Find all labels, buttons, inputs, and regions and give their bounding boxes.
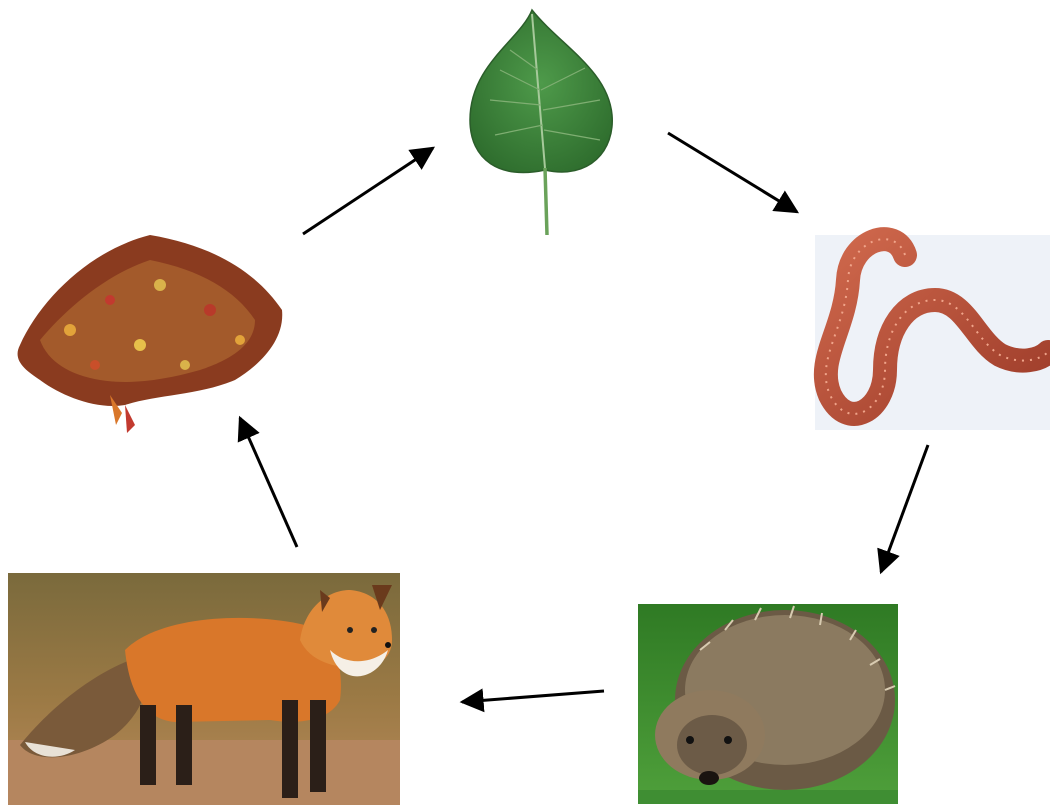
hedgehog-image	[638, 604, 898, 804]
arrow-hedgehog-to-fox	[462, 691, 604, 702]
earthworm-image	[815, 235, 1050, 430]
fallen-leaves-pile-image	[18, 235, 283, 433]
green-leaf-image	[470, 10, 612, 235]
arrow-worm-to-hedgehog	[881, 445, 928, 572]
arrow-leaf-to-worm	[668, 133, 797, 212]
fox-image	[8, 573, 400, 805]
arrow-fox-to-leaf-litter	[240, 418, 297, 547]
arrow-leaf-litter-to-leaf	[303, 148, 433, 234]
